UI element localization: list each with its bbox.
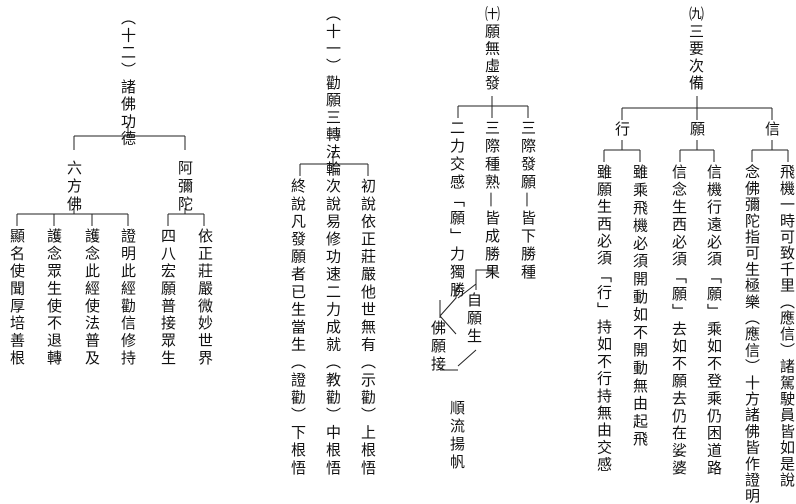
section9-branch-xing: 行 bbox=[615, 120, 631, 138]
connector-lines bbox=[16, 96, 789, 371]
section11-col2: 次說易修功速二力成就（教勸）中根悟 bbox=[324, 178, 342, 478]
section9-yuan-col1: 信機行遠必須「願」乘如不登乘仍困道路 bbox=[705, 164, 723, 478]
section12-b2: 護念此經使法普及 bbox=[83, 228, 101, 368]
section10-branch1: 三際發願—皆下勝種 bbox=[519, 120, 537, 282]
section12-six-dir: 六方佛 bbox=[65, 160, 83, 214]
section9-xing-col2: 雖願生西必須「行」持如不行持無由交感 bbox=[595, 164, 613, 474]
section9-yuan-col2: 信念生西必須「願」去如不願去仍在娑婆 bbox=[670, 164, 688, 478]
section12-a2: 四八宏願普接眾生 bbox=[159, 228, 177, 368]
section9-branch-yuan: 願 bbox=[690, 120, 706, 138]
section11-title: （十一）勸願三轉法輪 bbox=[324, 6, 342, 178]
section9-xin-col1: 飛機一時可致千里（應信）諸駕駛員皆如是說 bbox=[778, 164, 796, 488]
section9-xin-col2: 念佛彌陀指可生極樂（應信）十方諸佛皆作證明 bbox=[743, 164, 761, 504]
section9-xing-col1: 雖乘飛機必須開動如不開動無由起飛 bbox=[631, 164, 649, 449]
section10-self-vow: 自願生 bbox=[465, 292, 483, 346]
section10-branch2: 三際種熟—皆成勝果 bbox=[483, 120, 501, 282]
section10-buddha-vow: 佛願接 bbox=[429, 320, 447, 374]
section11-col3: 終說凡發願者已生當生（證勸）下根悟 bbox=[289, 178, 307, 478]
section11-col1: 初說依正莊嚴他世無有（示勸）上根悟 bbox=[359, 178, 377, 478]
section12-b4: 顯名使聞厚培善根 bbox=[8, 228, 26, 368]
section9-branch-xin: 信 bbox=[765, 120, 781, 138]
section10-branch3: 二力交感「願」力獨勝 bbox=[448, 120, 466, 300]
section9-title: ㈨三要次備 bbox=[687, 6, 705, 92]
section10-bottom: 順流揚帆 bbox=[448, 400, 466, 472]
section10-title: ㈩願無虛發 bbox=[483, 6, 501, 92]
section12-amitabha: 阿彌陀 bbox=[176, 160, 194, 214]
section12-b3: 護念眾生使不退轉 bbox=[45, 228, 63, 368]
section12-b1: 證明此經勸信修持 bbox=[119, 228, 137, 368]
section12-a1: 依正莊嚴微妙世界 bbox=[196, 228, 214, 368]
section12-title: （十二）諸佛功德 bbox=[119, 10, 137, 148]
